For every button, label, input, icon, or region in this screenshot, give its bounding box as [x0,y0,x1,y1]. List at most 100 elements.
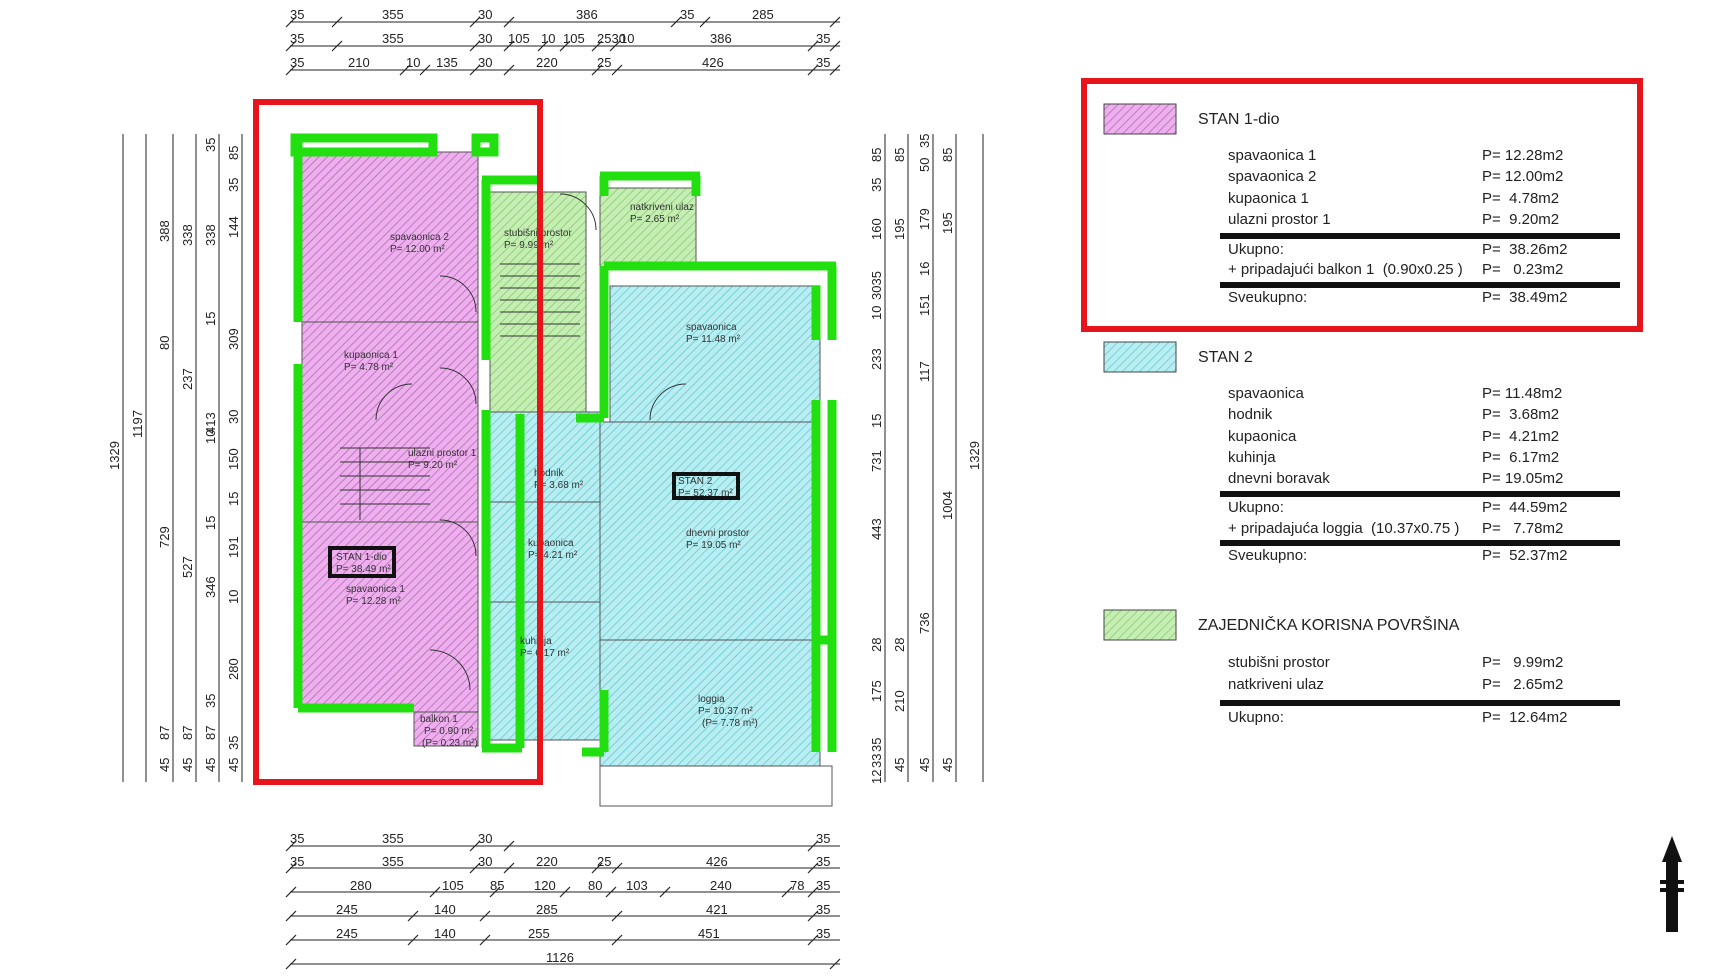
stan2-row-value: P= 19.05m2 [1482,470,1563,487]
dim-label: 731 [869,450,884,472]
dim-label: 15 [869,414,884,428]
dim-label: 210 [892,690,907,712]
plan-walls [290,133,837,757]
room-name-spavaonica-2: spavaonica 2 [390,232,449,243]
room-name-loggia: loggia [698,694,725,705]
stan2-tag-area: P= 52.37 m² [678,488,733,499]
dim-label: 140 [434,902,456,917]
dim-label: 426 [706,854,728,869]
room-area-dnevni: P= 19.05 m² [686,540,741,551]
dim-label: 28 [892,638,907,652]
dim-label: 245 [336,926,358,941]
dim-label: 413 [203,412,218,434]
stan2-row-label: spavaonica [1228,385,1305,402]
stan2-row-value: P= 4.21m2 [1482,428,1559,445]
right-dimension-texts: 85 35 160 3035 10 233 15 731 443 28 175 … [869,134,982,784]
dim-label: 10 [203,430,218,444]
dim-label: 346 [203,576,218,598]
dim-label: 35 [226,736,241,750]
dim-label: 355 [382,854,404,869]
dim-label: 117 [917,361,932,382]
dim-label: 195 [892,218,907,240]
dim-label: 285 [752,7,774,22]
dim-label: 10 [869,306,884,320]
dim-label: 386 [710,31,732,46]
dim-label: 35 [869,178,884,192]
room-area-stubisni: P= 9.99 m² [504,240,554,251]
dim-label: 30 [478,854,492,869]
dim-label: 35 [816,926,830,941]
dim-label: 1004 [940,491,955,520]
zajednicka-title: ZAJEDNIČKA KORISNA POVRŠINA [1198,615,1460,634]
stan2-rule [1220,491,1620,497]
stan2-row-label: kupaonica [1228,428,1297,445]
room-name-spavaonica: spavaonica [686,322,737,333]
zajednicka-ukupno-value: P= 12.64m2 [1482,709,1567,726]
zajednicka-row-label: natkriveni ulaz [1228,676,1324,693]
dim-label: 103 [626,878,648,893]
dim-label: 245 [336,902,358,917]
room-hodnik [489,411,601,503]
zajednicka-swatch [1103,609,1177,641]
dim-label: 35 [816,878,830,893]
room-area-natkriveni: P= 2.65 m² [630,214,680,225]
dim-label: 151 [917,294,932,316]
dim-label: 30 [226,410,241,424]
stan2-row-value: P= 3.68m2 [1482,406,1559,423]
dim-label: 191 [226,536,241,558]
room-extra-balkon-1: (P= 0.23 m²) [422,738,478,749]
dim-label: 10 [541,31,555,46]
dim-label: 35 [816,831,830,846]
stan1-row-value: P= 9.20m2 [1482,211,1559,228]
dim-label: 35 [816,55,830,70]
bottom-dimension-texts: 35 355 30 35 35 355 30 220 25 426 35 280… [290,831,830,965]
dim-label: 35 [816,902,830,917]
dim-label: 240 [710,878,732,893]
room-balkon-1 [413,711,479,747]
dim-label: 45 [203,758,218,772]
dim-label: 421 [706,902,728,917]
room-kupaonica [489,501,601,603]
dim-label: 78 [790,878,804,893]
dim-label: 80 [157,336,172,350]
left-dimension-texts: 1329 1197 388 80 729 87 45 338 237 527 8… [107,138,241,772]
stan1-row-value: P= 12.28m2 [1482,147,1563,164]
stan1-row-label: spavaonica 1 [1228,147,1316,164]
stan1-legend-highlight [1081,78,1643,332]
dim-label: 45 [917,758,932,772]
dim-label: 1329 [967,441,982,470]
zajednicka-row-label: stubišni prostor [1228,654,1330,671]
dim-label: 388 [157,220,172,242]
stan1-tag-box [328,546,396,578]
dim-label: 35 [203,694,218,708]
dim-label: 35 [203,138,218,152]
room-extra-loggia: (P= 7.78 m²) [702,718,758,729]
stan2-sveukupno-value: P= 52.37m2 [1482,547,1567,564]
dimension-ticks [285,16,841,970]
dim-label: 338 [203,224,218,246]
dim-label: 233 [869,348,884,370]
dimension-lines [122,21,984,965]
dim-label: 220 [536,55,558,70]
room-name-kuhinja: kuhinja [520,636,552,647]
dim-label: 15 [203,516,218,530]
stan1-tag-name: STAN 1-dio [336,552,387,563]
room-kuhinja [489,601,601,741]
dim-label: 30 [478,55,492,70]
stan2-extra-value: P= 7.78m2 [1482,520,1563,537]
dim-label: 25 [597,55,611,70]
stan2-extra-label: + pripadajuća loggia (10.37x0.75 ) [1228,520,1459,537]
dim-label: 280 [350,878,372,893]
stan1-ukupno-value: P= 38.26m2 [1482,241,1567,258]
stan2-row-label: hodnik [1228,406,1273,423]
dim-label: 87 [157,726,172,740]
dim-label: 45 [892,758,907,772]
dim-label: 45 [180,758,195,772]
dim-label: 85 [940,148,955,162]
top-dimension-texts: 35 355 30 386 35 285 35 355 30 105 10 10… [290,7,830,70]
room-name-ulazni: ulazni prostor 1 [408,448,477,459]
dim-label: 338 [180,224,195,246]
dim-label: 105 [442,878,464,893]
dim-label: 85 [490,878,504,893]
